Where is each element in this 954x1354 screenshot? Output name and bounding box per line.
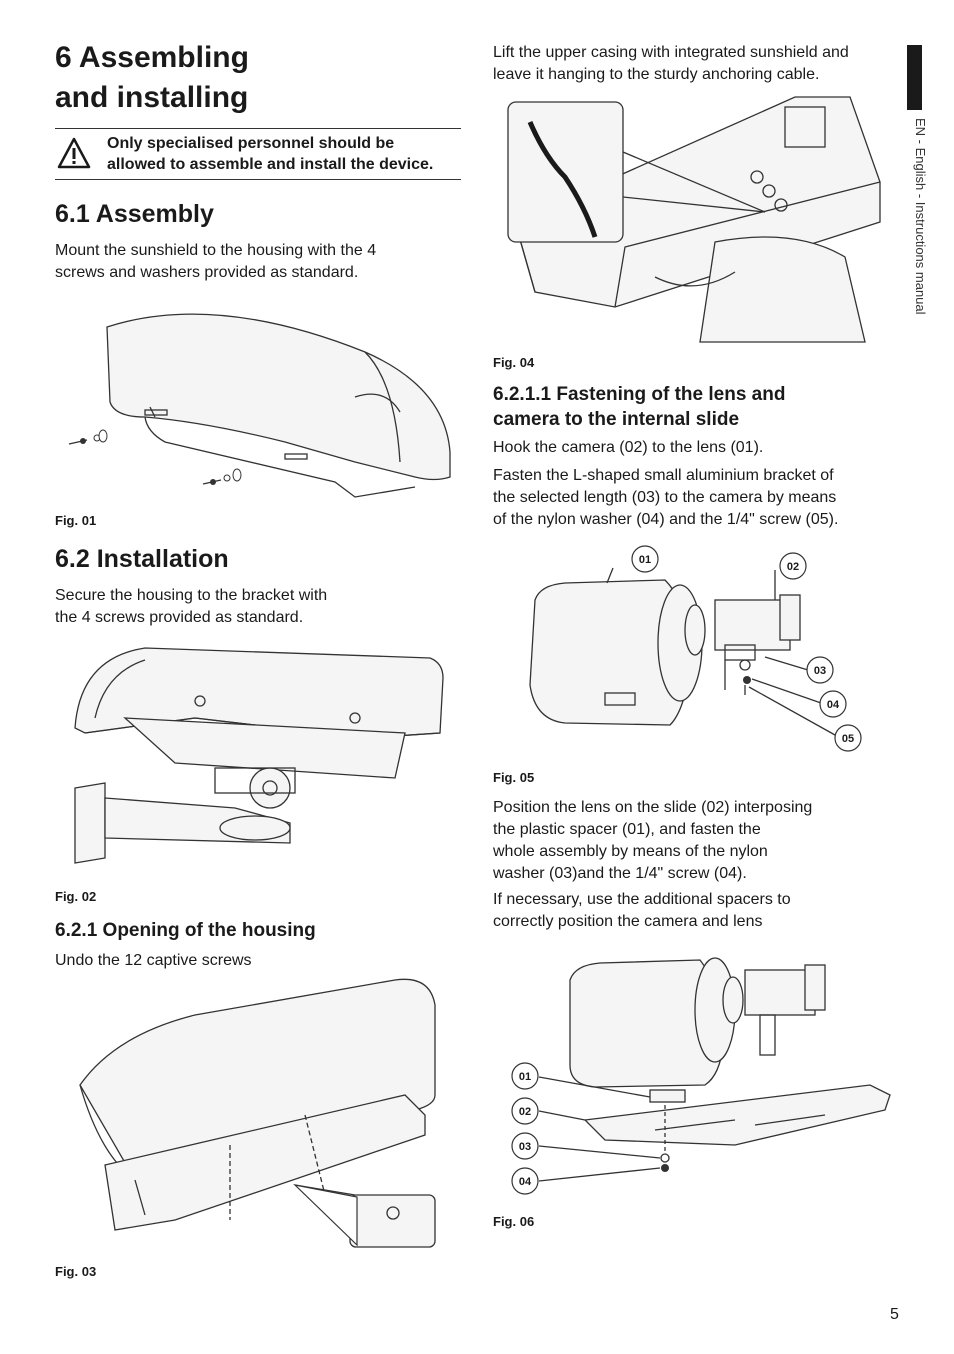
figure-06-slide-assembly: 01 02 03 04 [511, 957, 891, 1195]
installation-body: Secure the housing to the bracket with t… [55, 587, 328, 626]
figure-caption-01: Fig. 01 [55, 513, 97, 528]
position-lens-body: Position the lens on the slide (02) inte… [493, 799, 813, 882]
additional-spacers-body: If necessary, use the additional spacers… [493, 891, 791, 930]
screw-washer-icon [68, 429, 108, 445]
figure-03-open-housing [79, 978, 436, 1248]
warning-icon [57, 137, 91, 169]
callout-04: 04 [511, 1167, 539, 1195]
svg-text:01: 01 [639, 554, 651, 566]
warning-text: Only specialised personnel should be all… [107, 135, 434, 173]
assembly-body: Mount the sunshield to the housing with … [55, 242, 377, 281]
svg-text:03: 03 [519, 1141, 531, 1153]
figure-01-sunshield [68, 313, 451, 498]
callout-03: 03 [806, 656, 834, 684]
svg-text:02: 02 [519, 1106, 531, 1118]
callout-02: 02 [511, 1097, 539, 1125]
language-tab-marker [907, 45, 922, 110]
figure-caption-02: Fig. 02 [55, 889, 97, 904]
opening-body: Undo the 12 captive screws [55, 952, 252, 969]
figure-caption-04: Fig. 04 [493, 355, 535, 370]
section-heading-installation: 6.2 Installation [55, 545, 229, 573]
language-tab-label: EN - English - Instructions manual [913, 118, 928, 315]
figure-04-lifted-casing [507, 96, 881, 343]
fastening-p1: Hook the camera (02) to the lens (01). [493, 439, 764, 456]
screw-washer-icon [202, 468, 242, 485]
svg-text:05: 05 [842, 733, 854, 745]
svg-text:04: 04 [827, 699, 840, 711]
figure-02-housing-on-bracket [74, 647, 444, 864]
fastening-p2: Fasten the L-shaped small aluminium brac… [493, 467, 839, 528]
chapter-title-line2: and installing [55, 81, 249, 114]
section-heading-fastening: 6.2.1.1 Fastening of the lens and camera… [493, 384, 786, 430]
figure-05-lens-camera: 01 02 03 04 05 [529, 545, 862, 752]
chapter-title: 6 Assembling and installing [55, 38, 249, 118]
callout-01: 01 [511, 1062, 539, 1090]
svg-text:04: 04 [519, 1176, 532, 1188]
figure-caption-05: Fig. 05 [493, 770, 535, 785]
chapter-title-line1: 6 Assembling [55, 41, 249, 74]
page-number: 5 [890, 1306, 899, 1323]
callout-02: 02 [779, 552, 807, 580]
warning-box: Only specialised personnel should be all… [55, 128, 461, 180]
callout-04: 04 [819, 690, 847, 718]
svg-text:03: 03 [814, 665, 826, 677]
figure-caption-06: Fig. 06 [493, 1214, 535, 1229]
section-heading-assembly: 6.1 Assembly [55, 200, 214, 228]
callout-01: 01 [631, 545, 659, 573]
callout-05: 05 [834, 724, 862, 752]
lift-casing-body: Lift the upper casing with integrated su… [493, 44, 849, 83]
svg-text:01: 01 [519, 1071, 531, 1083]
figure-caption-03: Fig. 03 [55, 1264, 97, 1279]
section-heading-opening: 6.2.1 Opening of the housing [55, 920, 316, 941]
svg-text:02: 02 [787, 561, 799, 573]
callout-03: 03 [511, 1132, 539, 1160]
